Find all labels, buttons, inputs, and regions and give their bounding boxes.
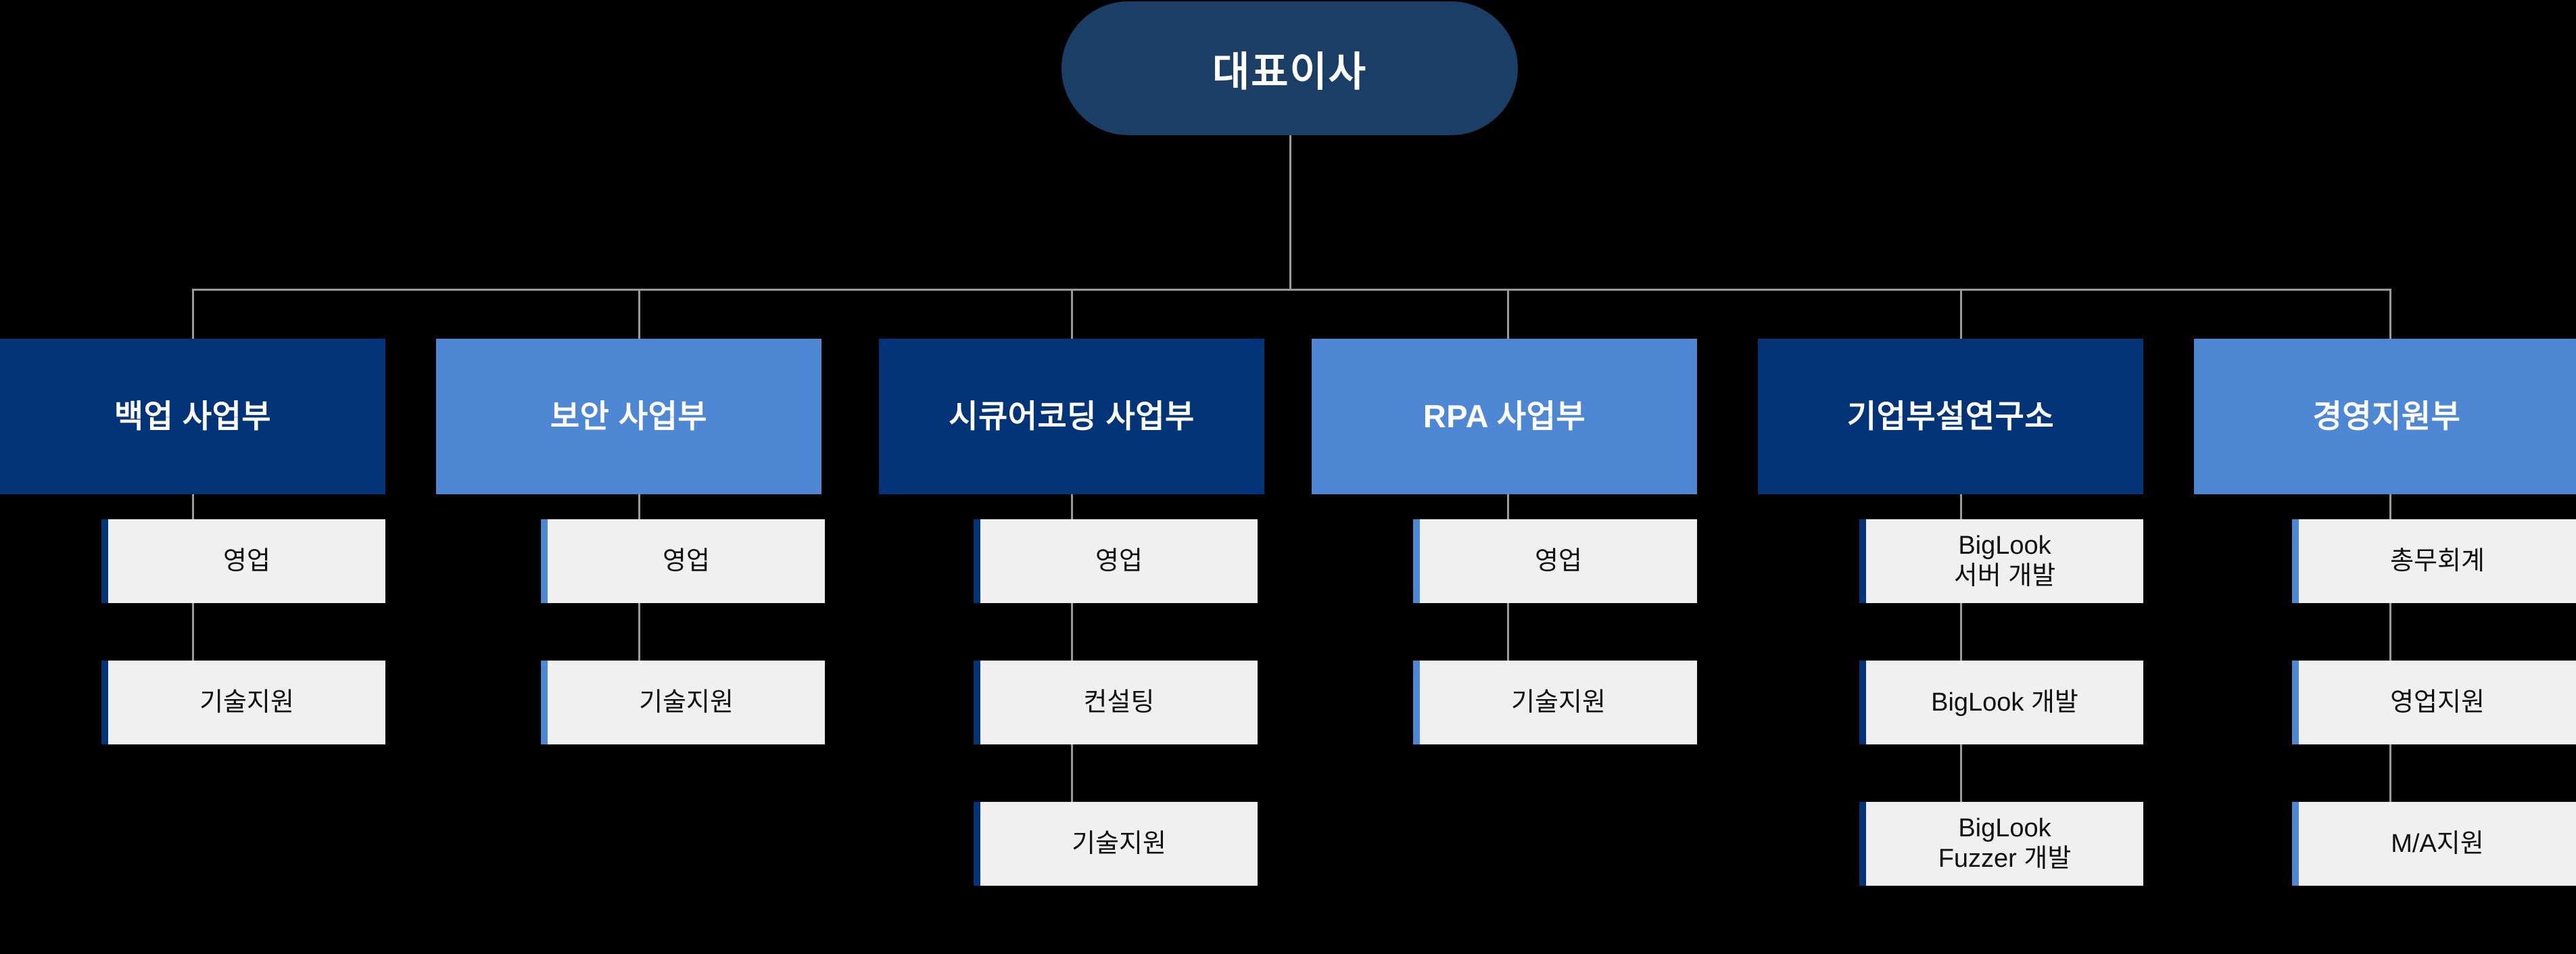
- child-node-5-1[interactable]: BigLook 서버 개발: [1859, 519, 2143, 603]
- child-node-3-2[interactable]: 컨설팅: [974, 661, 1258, 744]
- child-node-label: BigLook Fuzzer 개발: [1938, 814, 2072, 873]
- child-node-5-3[interactable]: BigLook Fuzzer 개발: [1859, 802, 2143, 886]
- node-ceo-label: 대표이사: [1212, 49, 1367, 95]
- accent-bar-icon: [541, 661, 548, 744]
- child-node-label: BigLook 서버 개발: [1953, 531, 2056, 590]
- department-label: RPA 사업부: [1423, 398, 1586, 435]
- department-label: 백업 사업부: [114, 398, 272, 435]
- child-node-6-1[interactable]: 총무회계: [2292, 519, 2576, 603]
- department-6[interactable]: 경영지원부: [2194, 339, 2576, 494]
- accent-bar-icon: [1413, 519, 1420, 603]
- child-node-label: 영업: [663, 546, 710, 575]
- accent-bar-icon: [1413, 661, 1420, 744]
- department-5[interactable]: 기업부설연구소: [1758, 339, 2143, 494]
- department-label: 경영지원부: [2312, 398, 2461, 435]
- child-node-label: 기술지원: [1072, 829, 1166, 858]
- accent-bar-icon: [101, 661, 108, 744]
- accent-bar-icon: [1859, 661, 1866, 744]
- child-node-label: 영업: [1095, 546, 1143, 575]
- accent-bar-icon: [974, 661, 980, 744]
- child-node-6-2[interactable]: 영업지원: [2292, 661, 2576, 744]
- child-node-4-2[interactable]: 기술지원: [1413, 661, 1697, 744]
- child-node-label: 컨설팅: [1083, 688, 1155, 717]
- child-node-label: 영업: [1535, 546, 1582, 575]
- child-node-label: 총무회계: [2390, 546, 2485, 575]
- connector-ceo-drop: [1289, 135, 1291, 290]
- department-2[interactable]: 보안 사업부: [436, 339, 821, 494]
- child-node-label: 영업: [223, 546, 270, 575]
- accent-bar-icon: [2292, 519, 2299, 603]
- department-4[interactable]: RPA 사업부: [1312, 339, 1697, 494]
- node-ceo[interactable]: 대표이사: [1062, 1, 1518, 135]
- child-node-1-1[interactable]: 영업: [101, 519, 385, 603]
- accent-bar-icon: [974, 802, 980, 886]
- connector-bus: [193, 289, 2390, 291]
- accent-bar-icon: [2292, 802, 2299, 886]
- department-label: 시큐어코딩 사업부: [949, 398, 1195, 435]
- child-node-3-1[interactable]: 영업: [974, 519, 1258, 603]
- accent-bar-icon: [1859, 519, 1866, 603]
- child-node-6-3[interactable]: M/A지원: [2292, 802, 2576, 886]
- child-node-label: 기술지원: [639, 688, 734, 717]
- connector-dept-drop-0: [192, 289, 194, 339]
- connector-dept-drop-5: [2389, 289, 2391, 339]
- connector-dept-drop-2: [1071, 289, 1073, 339]
- child-node-label: BigLook 개발: [1931, 688, 2078, 717]
- connector-dept-drop-1: [638, 289, 640, 339]
- connector-dept-drop-4: [1960, 289, 1962, 339]
- department-3[interactable]: 시큐어코딩 사업부: [879, 339, 1264, 494]
- accent-bar-icon: [1859, 802, 1866, 886]
- child-node-label: 기술지원: [1511, 688, 1606, 717]
- child-node-2-1[interactable]: 영업: [541, 519, 825, 603]
- accent-bar-icon: [101, 519, 108, 603]
- department-label: 기업부설연구소: [1846, 398, 2055, 435]
- connector-dept-drop-3: [1507, 289, 1509, 339]
- child-node-1-2[interactable]: 기술지원: [101, 661, 385, 744]
- child-node-2-2[interactable]: 기술지원: [541, 661, 825, 744]
- child-node-label: M/A지원: [2391, 829, 2484, 858]
- department-label: 보안 사업부: [550, 398, 708, 435]
- accent-bar-icon: [2292, 661, 2299, 744]
- child-node-5-2[interactable]: BigLook 개발: [1859, 661, 2143, 744]
- child-node-label: 기술지원: [199, 688, 294, 717]
- accent-bar-icon: [974, 519, 980, 603]
- accent-bar-icon: [541, 519, 548, 603]
- child-node-label: 영업지원: [2390, 688, 2485, 717]
- department-1[interactable]: 백업 사업부: [0, 339, 385, 494]
- child-node-3-3[interactable]: 기술지원: [974, 802, 1258, 886]
- child-node-4-1[interactable]: 영업: [1413, 519, 1697, 603]
